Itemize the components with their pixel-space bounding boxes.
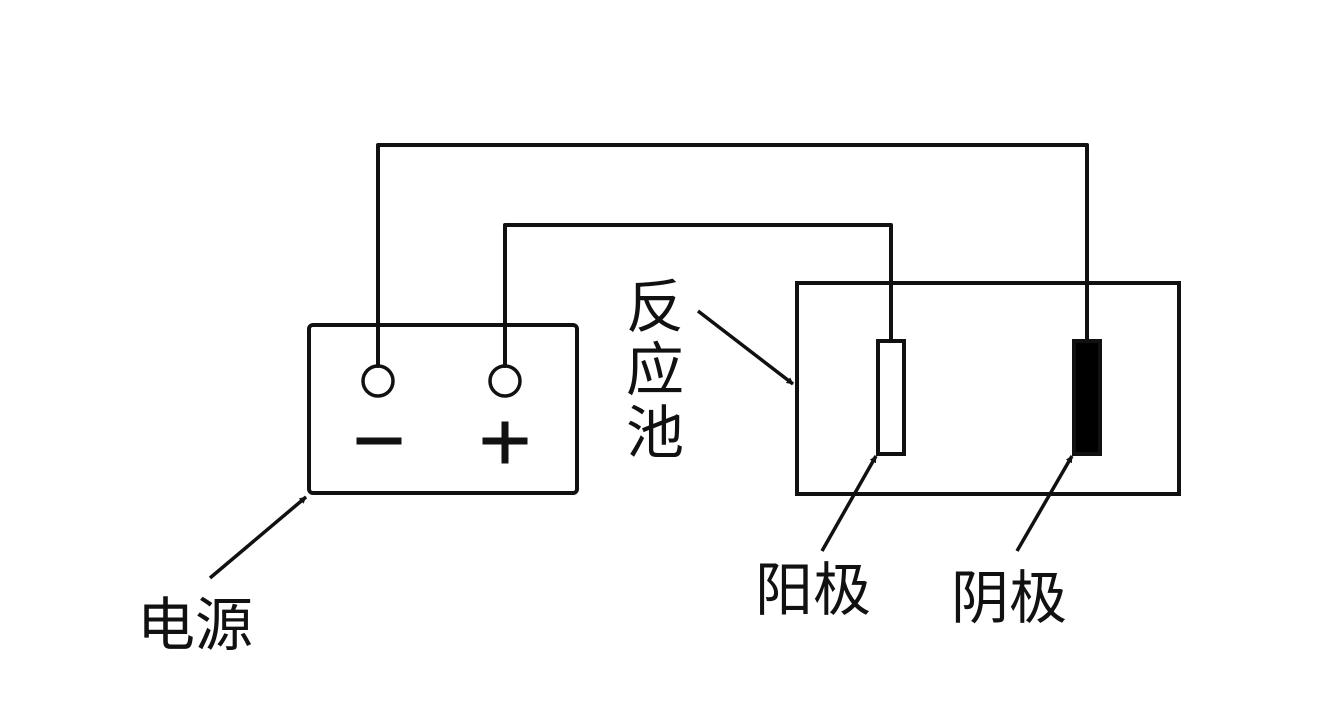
power-supply [307,323,579,495]
reaction-cell-label-char: 反 [626,273,684,341]
wire-positive-to-anode [503,223,893,368]
wire-negative-to-cathode [376,143,1089,368]
power-supply-pointer-arrow [208,495,308,580]
anode-electrode [876,339,906,456]
positive-terminal [488,364,522,398]
reaction-cell-label-char: 应 [626,336,684,404]
cathode-electrode [1072,339,1102,456]
cathode-label: 阴极 [951,564,1067,632]
reaction-cell-box [795,281,1181,496]
cathode-pointer-arrow [1015,455,1074,552]
power-supply-box [307,323,579,495]
reaction-cell [795,281,1181,496]
anode-pointer-arrow [820,455,878,552]
anode-label: 阳极 [755,556,871,624]
reaction-cell-pointer-arrow [696,309,795,386]
negative-terminal [361,364,395,398]
reaction-cell-label: 反应池 [626,273,684,467]
reaction-cell-label-char: 池 [626,399,684,467]
power-supply-label: 电源 [137,591,253,659]
